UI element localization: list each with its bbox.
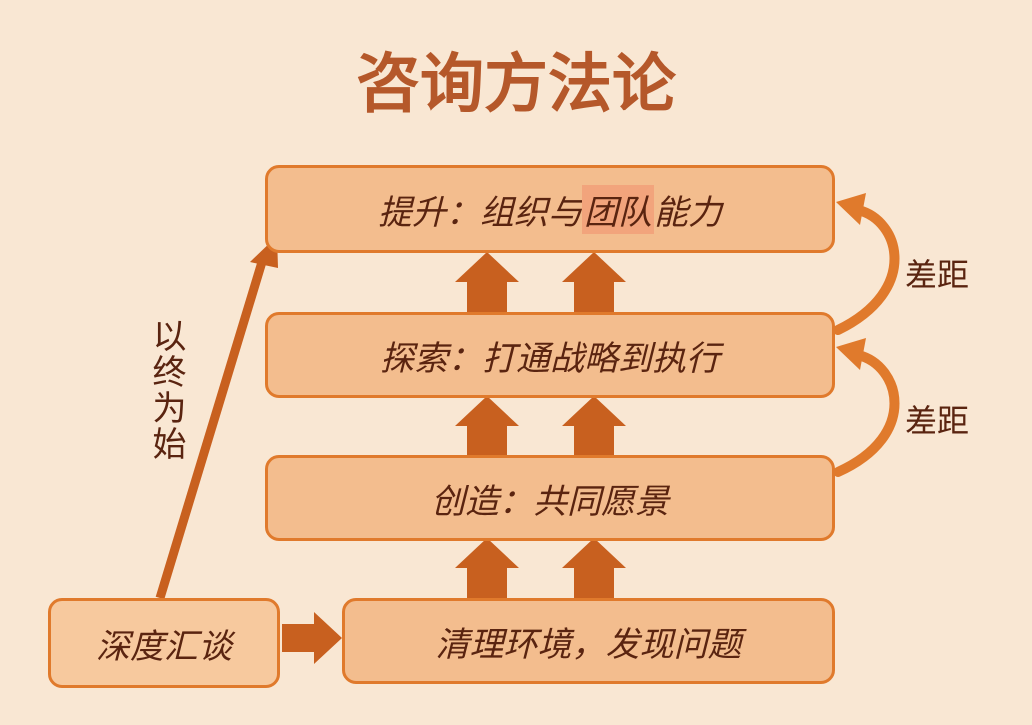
- box-create: 创造：共同愿景: [265, 455, 835, 541]
- box-lift-prefix: 提升：组织与: [378, 192, 582, 233]
- box-clean: 清理环境，发现问题: [342, 598, 835, 684]
- box-lift-highlight: 团队: [582, 184, 654, 234]
- box-talk: 深度汇谈: [48, 598, 280, 688]
- gap-label-mid: 差距: [905, 402, 970, 440]
- diagonal-arrow-line: [155, 260, 267, 600]
- up-arrow-clean-to-create-left: [455, 538, 519, 598]
- up-arrow-explore-to-lift-right: [562, 252, 626, 312]
- up-arrow-explore-to-lift-left: [455, 252, 519, 312]
- box-lift-suffix: 能力: [654, 192, 722, 233]
- gap-arrow-mid-head: [836, 338, 866, 370]
- right-arrow-talk-to-clean: [282, 612, 342, 664]
- up-arrow-create-to-explore-left: [455, 396, 519, 455]
- gap-arrow-top-head: [836, 193, 866, 225]
- gap-label-top: 差距: [905, 256, 970, 294]
- page-title: 咨询方法论: [356, 48, 676, 122]
- up-arrow-clean-to-create-right: [562, 538, 626, 598]
- gap-arrow-mid: [833, 350, 900, 477]
- box-explore: 探索：打通战略到执行: [265, 312, 835, 398]
- box-lift: 提升：组织与团队能力: [265, 165, 835, 253]
- up-arrow-create-to-explore-right: [562, 396, 626, 455]
- begin-with-end-label: 以终为始: [146, 318, 186, 462]
- gap-arrow-top: [833, 205, 900, 335]
